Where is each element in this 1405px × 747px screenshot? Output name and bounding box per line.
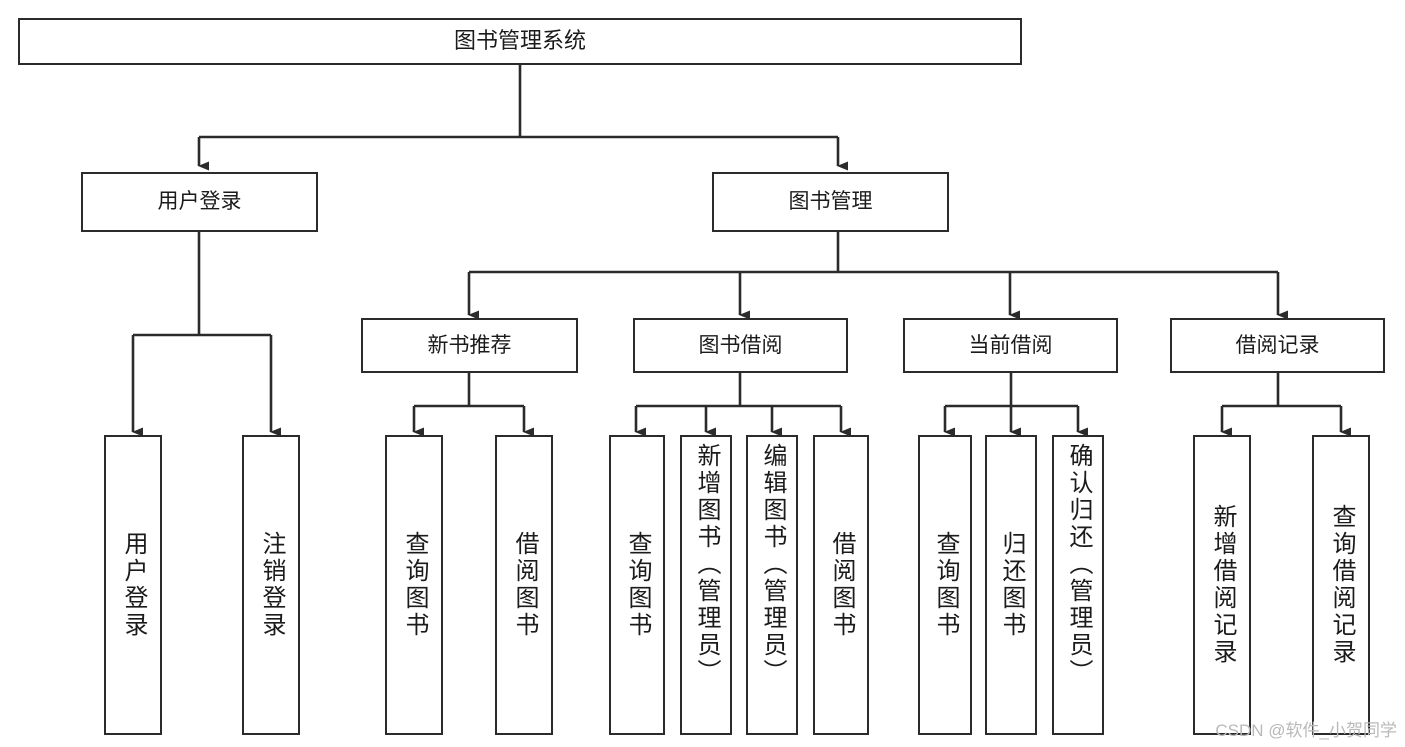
node-book-borrow-label: 图书借阅 (698, 333, 783, 357)
node-leaf-return-book[interactable]: 归还图书 (985, 435, 1037, 735)
node-leaf-add-book-label: 新增图书（管理员） (693, 443, 720, 686)
node-leaf-edit-book[interactable]: 编辑图书（管理员） (746, 435, 798, 735)
node-leaf-query-book-1-label: 查询图书 (401, 531, 428, 639)
node-leaf-return-book-label: 归还图书 (998, 531, 1025, 639)
node-current-borrow[interactable]: 当前借阅 (903, 318, 1118, 373)
node-new-book-recommend-label: 新书推荐 (427, 333, 512, 357)
node-leaf-user-logout-label: 注销登录 (258, 531, 285, 639)
node-leaf-query-book-1[interactable]: 查询图书 (385, 435, 443, 735)
node-book-management-label: 图书管理 (788, 190, 873, 214)
node-leaf-borrow-book-2-label: 借阅图书 (828, 531, 855, 639)
node-root-label: 图书管理系统 (453, 28, 586, 54)
watermark-text: CSDN @软件_小贺同学 (1215, 721, 1397, 740)
node-leaf-query-book-3[interactable]: 查询图书 (918, 435, 972, 735)
node-user-login-label: 用户登录 (157, 190, 242, 214)
node-book-borrow[interactable]: 图书借阅 (633, 318, 848, 373)
node-leaf-borrow-book-2[interactable]: 借阅图书 (813, 435, 869, 735)
node-leaf-query-book-3-label: 查询图书 (932, 531, 959, 639)
node-leaf-query-record-label: 查询借阅记录 (1328, 504, 1355, 666)
node-leaf-add-record[interactable]: 新增借阅记录 (1193, 435, 1251, 735)
node-leaf-confirm-return[interactable]: 确认归还（管理员） (1052, 435, 1104, 735)
node-new-book-recommend[interactable]: 新书推荐 (361, 318, 578, 373)
node-borrow-record[interactable]: 借阅记录 (1170, 318, 1385, 373)
node-current-borrow-label: 当前借阅 (968, 333, 1053, 357)
node-leaf-borrow-book-1[interactable]: 借阅图书 (495, 435, 553, 735)
node-book-management[interactable]: 图书管理 (712, 172, 949, 232)
node-leaf-query-book-2-label: 查询图书 (624, 531, 651, 639)
node-leaf-user-login[interactable]: 用户登录 (104, 435, 162, 735)
node-leaf-query-book-2[interactable]: 查询图书 (609, 435, 665, 735)
node-leaf-add-record-label: 新增借阅记录 (1209, 504, 1236, 666)
node-leaf-user-logout[interactable]: 注销登录 (242, 435, 300, 735)
node-root[interactable]: 图书管理系统 (18, 18, 1022, 65)
node-user-login[interactable]: 用户登录 (81, 172, 318, 232)
node-leaf-confirm-return-label: 确认归还（管理员） (1065, 443, 1092, 686)
node-leaf-edit-book-label: 编辑图书（管理员） (759, 443, 786, 686)
node-leaf-query-record[interactable]: 查询借阅记录 (1312, 435, 1370, 735)
node-borrow-record-label: 借阅记录 (1235, 333, 1320, 357)
node-leaf-borrow-book-1-label: 借阅图书 (511, 531, 538, 639)
node-leaf-add-book[interactable]: 新增图书（管理员） (680, 435, 732, 735)
node-leaf-user-login-label: 用户登录 (120, 531, 147, 639)
